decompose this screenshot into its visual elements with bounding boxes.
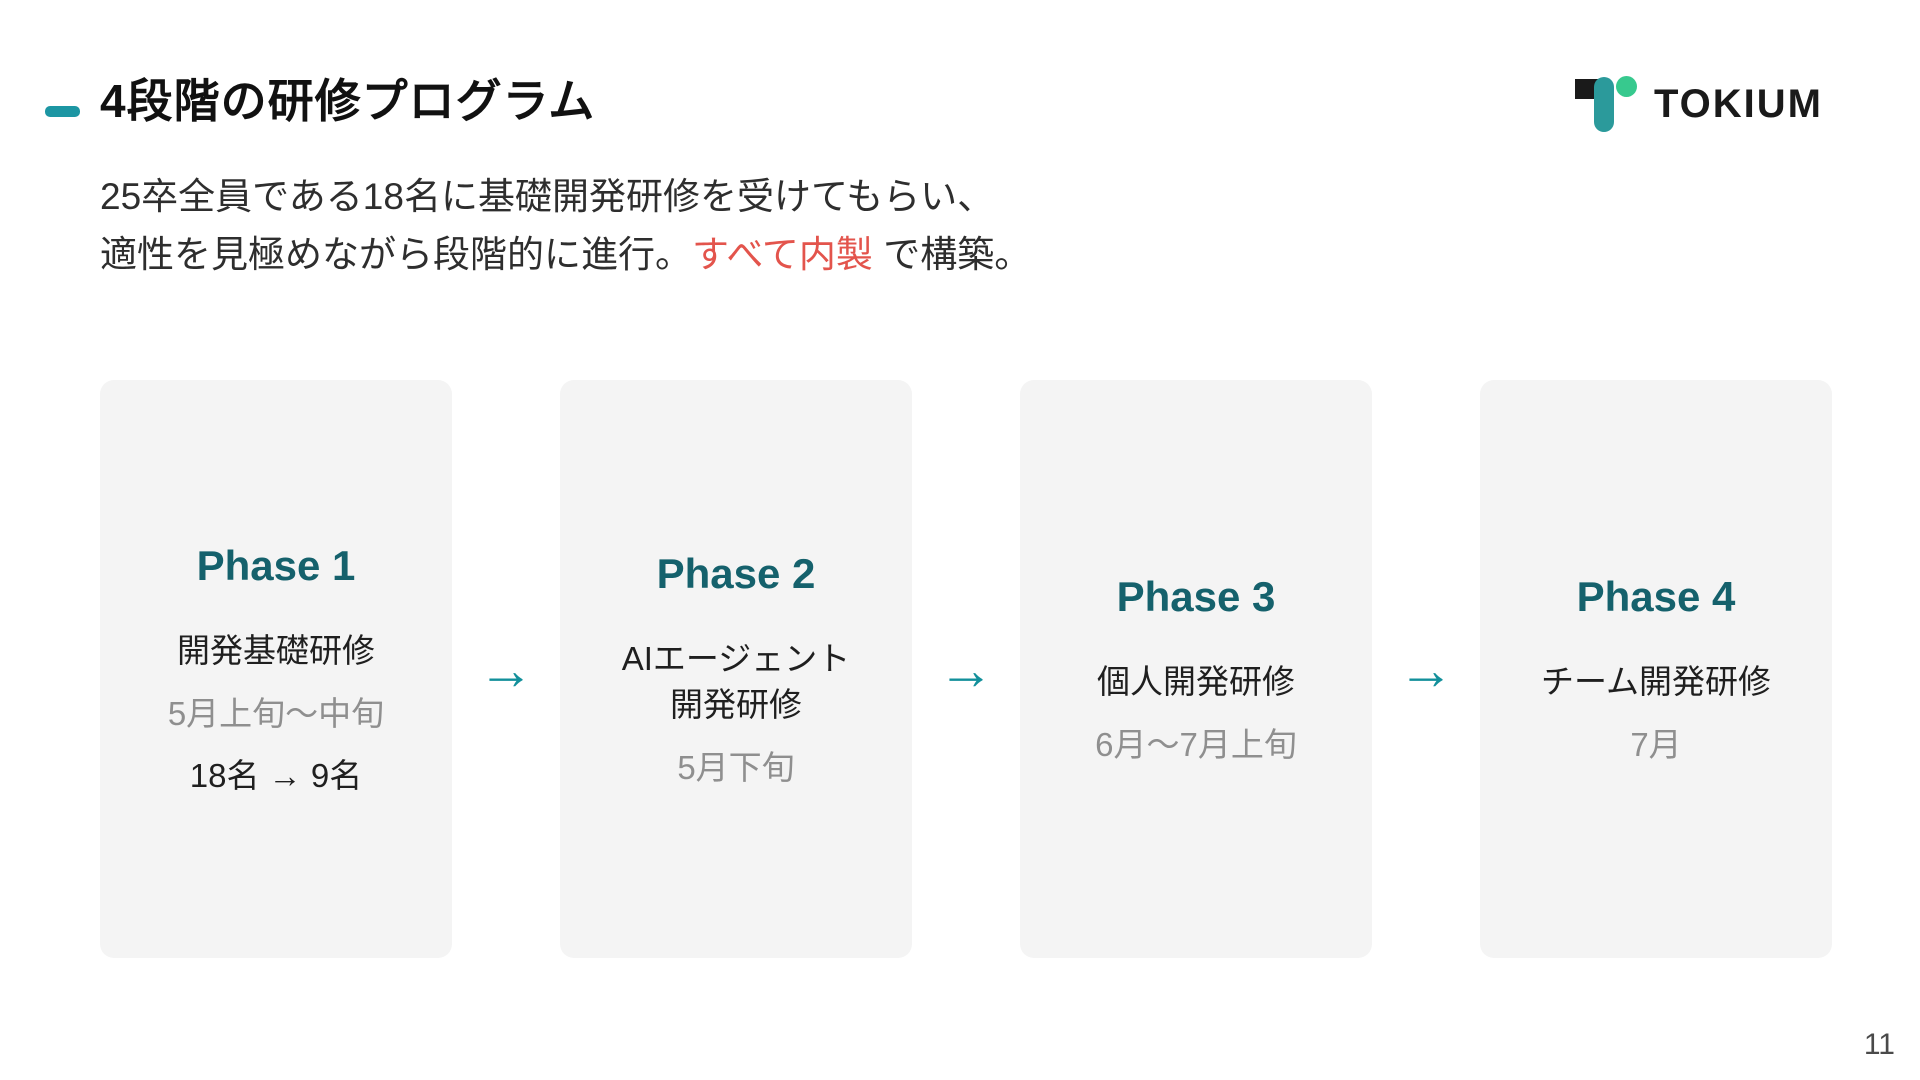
arrow-icon: →: [938, 637, 994, 701]
phase-4-name: チーム開発研修: [1540, 663, 1771, 700]
logo-green-dot: [1615, 76, 1637, 97]
phase-1-title: Phase 1: [196, 542, 356, 589]
page-number: 11: [1863, 1028, 1895, 1061]
intro-line-2-after: で構築。: [872, 234, 1032, 275]
phase-1-card: Phase 1 開発基礎研修 5月上旬〜中旬 18名 → 9名: [100, 380, 452, 958]
logo-wordmark: TOKIUM: [1653, 82, 1823, 126]
phase-2-card: Phase 2 AIエージェント 開発研修 5月下旬: [560, 380, 912, 958]
phase-4-title: Phase 4: [1576, 573, 1736, 620]
arrow-icon: →: [478, 637, 534, 701]
intro-line-2-before: 適性を見極めながら段階的に進行。: [100, 234, 692, 275]
arrow-icon: →: [1398, 637, 1454, 701]
tokium-logo: TOKIUM: [1574, 76, 1823, 133]
logo-black-rect: [1574, 79, 1599, 99]
title-accent-dash: [45, 106, 80, 117]
phase-3-period: 6月〜7月上旬: [1095, 726, 1297, 763]
phase-cards-row: Phase 1 開発基礎研修 5月上旬〜中旬 18名 → 9名 → Phase …: [100, 380, 1832, 958]
phase-3-name: 個人開発研修: [1097, 663, 1295, 700]
phase-2-title: Phase 2: [656, 550, 816, 597]
intro-highlight-text: すべて内製: [692, 234, 873, 275]
phase-4-card: Phase 4 チーム開発研修 7月: [1480, 380, 1832, 958]
intro-paragraph: 25卒全員である18名に基礎開発研修を受けてもらい、 適性を見極めながら段階的に…: [100, 168, 1031, 284]
phase-1-headcount: 18名 → 9名: [189, 757, 363, 794]
phase-1-name: 開発基礎研修: [177, 632, 375, 669]
intro-line-2: 適性を見極めながら段階的に進行。すべて内製 で構築。: [100, 226, 1031, 284]
phase-3-card: Phase 3 個人開発研修 6月〜7月上旬: [1020, 380, 1372, 958]
logo-teal-bar: [1593, 77, 1614, 132]
phase-4-period: 7月: [1630, 726, 1682, 763]
phase-1-period: 5月上旬〜中旬: [167, 695, 385, 732]
tokium-logo-icon: [1574, 76, 1638, 133]
page-title: 4段階の研修プログラム: [100, 75, 596, 127]
phase-2-name: AIエージェント 開発研修: [621, 640, 851, 723]
phase-3-title: Phase 3: [1116, 573, 1276, 620]
intro-line-1: 25卒全員である18名に基礎開発研修を受けてもらい、: [100, 176, 995, 217]
phase-2-period: 5月下旬: [677, 749, 795, 786]
